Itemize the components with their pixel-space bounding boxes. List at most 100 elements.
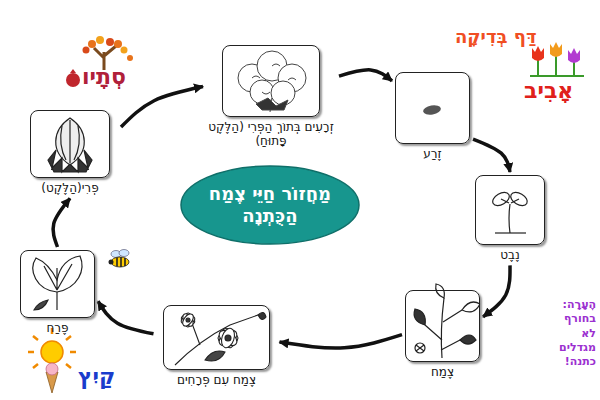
drawing-part — [186, 318, 190, 322]
drawing-part — [501, 199, 519, 203]
stage-box: צֶמַח עִם פְּרָחִים — [157, 305, 277, 387]
drawing-part — [475, 175, 545, 245]
drawing-part — [222, 45, 320, 117]
picture-frame — [20, 250, 95, 318]
note: הֶעָרָה: בחורף לא מגדלים כתנה! — [548, 298, 596, 369]
drawing-part — [422, 104, 441, 116]
picture-frame — [405, 290, 480, 362]
drawing-part — [216, 327, 239, 348]
drawing-part — [532, 46, 544, 61]
drawing-part — [109, 260, 114, 265]
season-label: אָבִיב — [524, 78, 573, 103]
plant-drawing — [414, 284, 480, 358]
drawing-part — [56, 118, 85, 165]
cycle-arrow — [121, 87, 203, 128]
drawing-part — [20, 250, 95, 318]
title-ellipse: מַחֲזוֹר חַיֵּי צֶמַח הַכֻּתְנָה — [180, 165, 360, 245]
cycle-arrow — [53, 198, 70, 247]
drawing-part — [216, 327, 239, 348]
picture-frame — [222, 45, 320, 117]
picture-frame — [163, 305, 270, 370]
drawing-part — [48, 150, 92, 172]
drawing-part — [395, 72, 470, 144]
flower-drawing — [33, 256, 82, 310]
drawing-part — [416, 345, 424, 351]
stage-box: צֶמַח — [405, 290, 480, 379]
drawing-part — [61, 120, 80, 163]
cycle-arrow — [280, 335, 403, 348]
summer-sun-icon — [28, 328, 76, 393]
drawing-part — [56, 292, 57, 310]
stage-box: פֶּרַח — [20, 250, 95, 335]
drawing-part — [256, 98, 288, 110]
stage-box: זְרָעִים בְּתוֹךְ הַפְּרִי (הַלֶּקֶט פָּ… — [206, 45, 336, 149]
drawing-part — [117, 257, 125, 267]
stage-caption: פְּרִי(הַלֶּקֶט) — [22, 181, 118, 195]
drawing-part — [219, 327, 237, 350]
drawing-part — [414, 309, 425, 325]
page-title: דַּף בְּדִיקָה — [455, 26, 536, 47]
drawing-part — [106, 38, 114, 46]
stage-caption: צֶמַח עִם פְּרָחִים — [157, 373, 277, 387]
drawing-part — [163, 305, 270, 370]
drawing-part — [41, 341, 63, 363]
cycle-arrow — [473, 139, 510, 172]
spring-tulips-icon — [530, 42, 584, 76]
drawing-part — [66, 73, 80, 87]
cycle-arrow — [98, 301, 154, 334]
cycle-arrow — [339, 70, 392, 81]
drawing-part — [205, 351, 225, 361]
drawing-part — [509, 204, 510, 233]
drawing-part — [83, 47, 90, 54]
cotton-drawing — [238, 51, 306, 112]
drawing-part — [34, 300, 48, 310]
drawing-part — [70, 69, 76, 73]
drawing-part — [121, 47, 128, 54]
stage-box: פְּרִי(הַלֶּקֶט) — [22, 110, 118, 195]
drawing-part — [216, 327, 239, 350]
drawing-part — [181, 312, 196, 328]
stage-caption: זְרָעִים בְּתוֹךְ הַפְּרִי (הַלֶּקֶט פָּ… — [206, 120, 336, 149]
season-label: קַיִץ — [78, 364, 115, 389]
stage-caption: נֶבֶט — [475, 248, 545, 262]
drawing-part — [462, 302, 480, 312]
drawing-part — [550, 42, 562, 57]
drawing-part — [530, 75, 584, 77]
drawing-part — [258, 312, 266, 319]
picture-frame — [30, 110, 110, 178]
drawing-part — [252, 64, 296, 94]
sprout-drawing — [490, 190, 529, 233]
drawing-part — [271, 81, 295, 105]
drawing-part — [33, 256, 82, 292]
stage-caption: צֶמַח — [405, 365, 480, 379]
drawing-part — [46, 363, 58, 375]
drawing-part — [405, 290, 480, 362]
drawing-part — [88, 40, 96, 48]
drawing-part — [460, 335, 476, 344]
box-grounds — [20, 45, 545, 370]
ellipse-shape — [181, 166, 359, 244]
drawing-part — [219, 327, 237, 350]
seed-drawing — [422, 104, 441, 116]
drawing-part — [111, 257, 129, 267]
drawing-part — [44, 264, 72, 290]
drawing-part — [119, 250, 129, 257]
drawing-part — [425, 310, 462, 350]
drawing-part — [225, 335, 231, 341]
stage-box: נֶבֶט — [475, 175, 545, 262]
flowering-plant-drawing — [175, 312, 266, 365]
bee-icon — [109, 250, 130, 268]
drawing-part — [568, 48, 580, 63]
drawing-part — [96, 36, 104, 44]
season-label: סְתָיו — [82, 64, 126, 89]
stage-caption: פֶּרַח — [20, 321, 95, 335]
drawing-part — [30, 110, 110, 178]
drawing-part — [181, 312, 195, 328]
drawing-part — [127, 55, 133, 61]
boll-drawing — [48, 118, 92, 172]
stage-box: זֶרַע — [395, 72, 470, 161]
drawing-part — [114, 40, 122, 48]
drawing-part — [180, 312, 196, 328]
picture-frame — [475, 175, 545, 245]
